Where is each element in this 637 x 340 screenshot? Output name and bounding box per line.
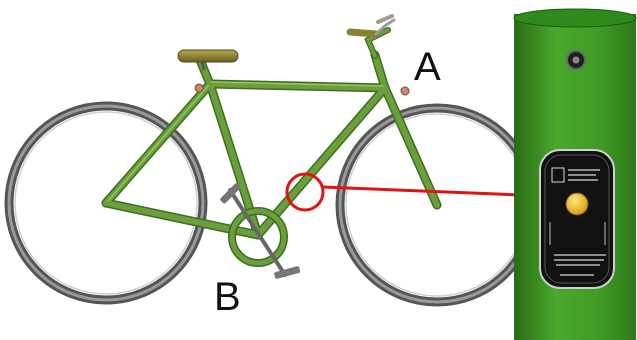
bicycle-frame bbox=[106, 55, 437, 235]
reflector-rear bbox=[195, 84, 203, 92]
label-b: B bbox=[214, 275, 241, 319]
sensor-dot-icon bbox=[566, 193, 588, 215]
sensor-plate bbox=[540, 150, 614, 288]
callout bbox=[287, 174, 520, 210]
callout-line bbox=[323, 187, 520, 195]
handlebar bbox=[350, 16, 394, 56]
saddle bbox=[178, 50, 238, 70]
reflector-front bbox=[401, 87, 409, 95]
tube-sensor bbox=[514, 9, 636, 340]
label-a: A bbox=[414, 45, 441, 89]
